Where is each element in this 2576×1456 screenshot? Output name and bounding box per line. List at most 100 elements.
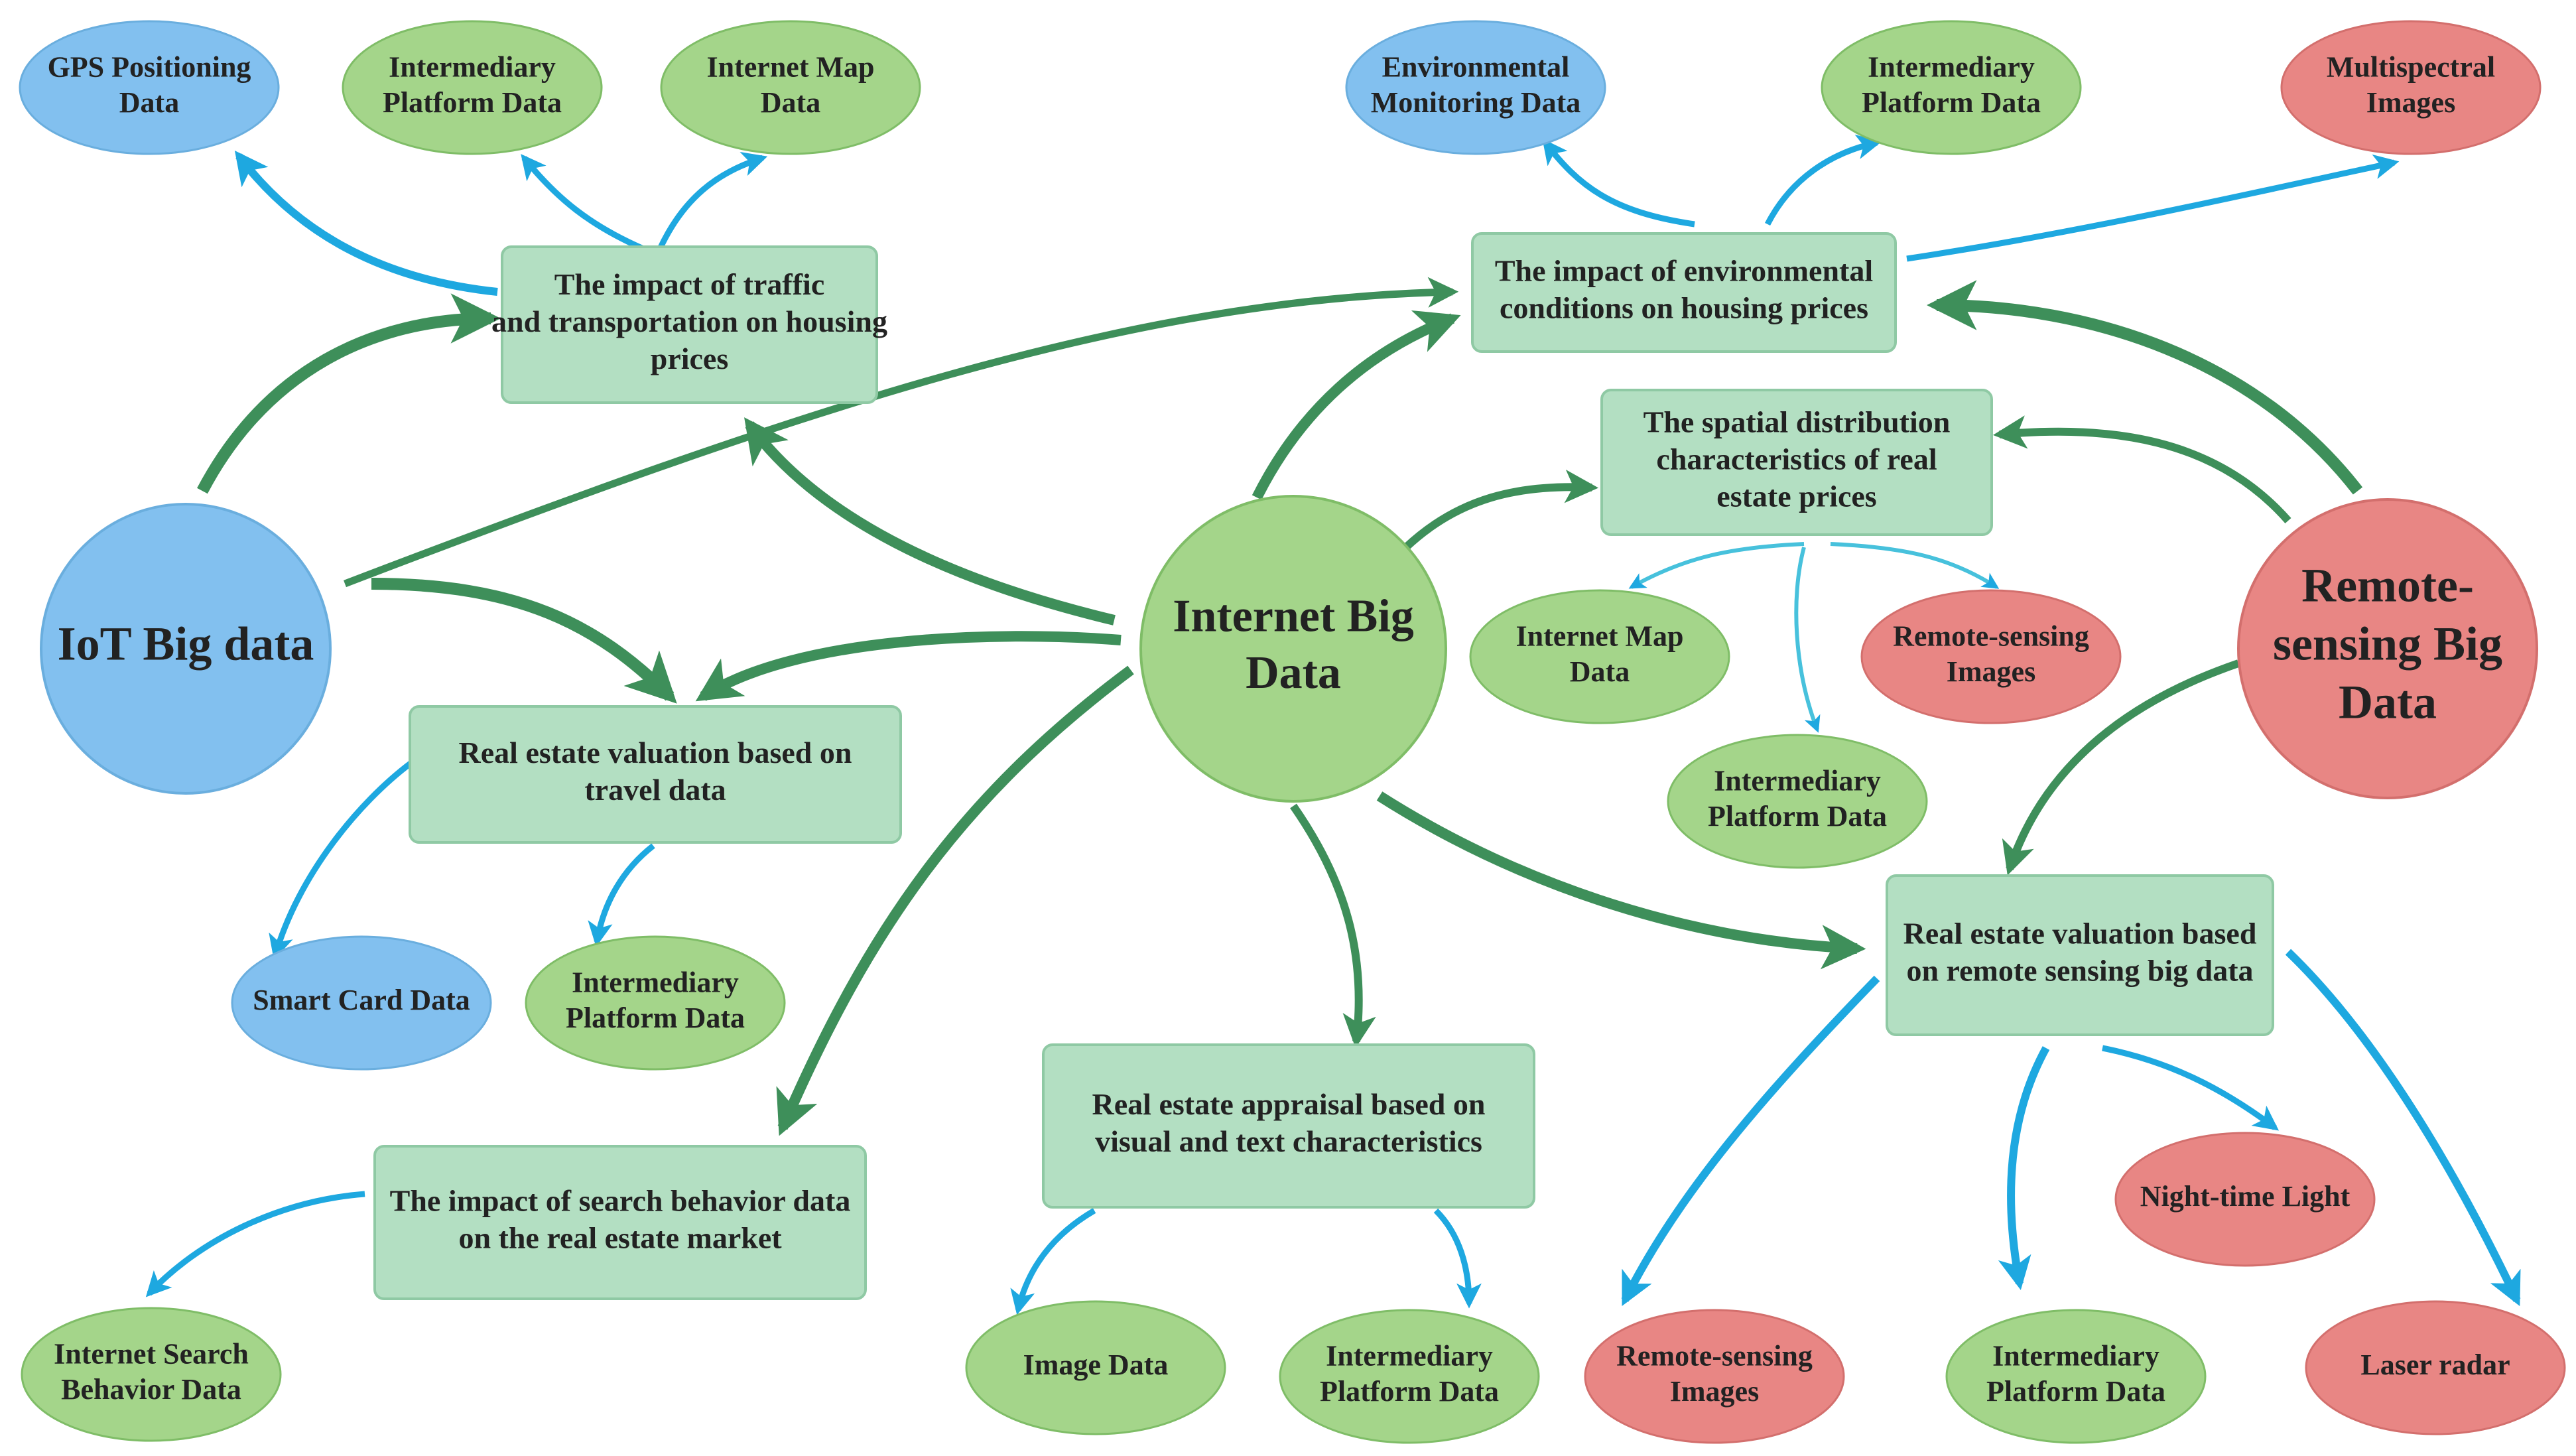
- arrow-internet-to-traffic: [744, 417, 1116, 626]
- source-ellipse: [660, 20, 921, 155]
- arrow-environment-to-intermediary-2: [1764, 134, 1882, 226]
- source-ellipse: [21, 1307, 282, 1442]
- arrow-remote-valuation-to-night-light: [2102, 1045, 2280, 1131]
- arrow-remote-valuation-to-rs-images-2: [1621, 975, 1880, 1307]
- source-ellipse: [1279, 1309, 1540, 1444]
- topic-box: [409, 705, 902, 844]
- arrow-environment-to-env-monitoring: [1542, 139, 1695, 228]
- arrow-travel-to-intermediary-4: [588, 843, 655, 947]
- arrow-iot-to-traffic: [197, 293, 501, 494]
- arrow-internet-to-spatial: [1403, 470, 1599, 551]
- arrow-travel-to-smart-card: [269, 760, 413, 960]
- arrow-internet-to-visual-text: [1290, 803, 1376, 1049]
- source-night-light: Night-time Light: [2114, 1132, 2376, 1267]
- source-ellipse: [1584, 1309, 1845, 1444]
- arrow-remote-to-remote-valuation: [2002, 659, 2240, 876]
- source-ellipse: [19, 20, 280, 155]
- arrow-internet-to-search: [776, 665, 1134, 1136]
- source-ellipse: [1667, 734, 1928, 869]
- source-ellipse: [1945, 1309, 2207, 1444]
- topic-box: [1042, 1043, 1535, 1209]
- arrow-remote-to-spatial: [1992, 415, 2291, 523]
- source-ellipse: [2114, 1132, 2376, 1267]
- node-label: IoT Big data: [58, 618, 314, 671]
- topic-box: [1471, 232, 1897, 353]
- arrow-internet-to-remote-valuation: [1376, 791, 1866, 970]
- topic-box: [1600, 389, 1993, 536]
- topic-box: [1886, 874, 2274, 1036]
- source-ellipse: [525, 935, 786, 1071]
- node-label: Image Data: [1023, 1349, 1169, 1381]
- source-smart-card: Smart Card Data: [231, 935, 492, 1071]
- arrow-spatial-to-rs-images-1: [1830, 542, 2000, 589]
- arrows-layer: [145, 134, 2521, 1315]
- source-laser-radar: Laser radar: [2305, 1300, 2566, 1435]
- hub-iot-circle: [40, 503, 332, 795]
- arrow-spatial-to-intermediary-3: [1794, 547, 1821, 733]
- arrow-internet-to-environment: [1252, 310, 1461, 500]
- source-ellipse: [2280, 20, 2542, 155]
- arrow-traffic-to-internet-map-1: [657, 152, 768, 250]
- node-label: Night-time Light: [2140, 1180, 2351, 1213]
- source-ellipse: [1821, 20, 2082, 155]
- node-label: Laser radar: [2360, 1349, 2510, 1381]
- arrow-visual-text-to-intermediary-5: [1433, 1208, 1482, 1309]
- topic-box: [373, 1145, 867, 1300]
- source-ellipse: [2305, 1300, 2566, 1435]
- node-label: Smart Card Data: [253, 984, 470, 1016]
- source-ellipse: [1860, 589, 2122, 724]
- source-image-data: Image Data: [965, 1300, 1226, 1435]
- arrow-traffic-to-gps: [234, 150, 498, 296]
- source-ellipse: [342, 20, 603, 155]
- arrow-remote-valuation-to-laser-radar: [2285, 949, 2521, 1307]
- source-ellipse: [1345, 20, 1606, 155]
- hub-remote-circle: [2237, 498, 2538, 799]
- arrow-remote-valuation-to-intermediary-6: [1998, 1046, 2050, 1290]
- hub-iot: IoT Big data: [40, 503, 332, 795]
- arrow-internet-to-travel: [695, 631, 1122, 702]
- arrow-search-to-search-behavior: [145, 1191, 365, 1297]
- arrow-visual-text-to-image-data: [1010, 1208, 1096, 1315]
- arrow-environment-to-multispectral: [1906, 154, 2400, 262]
